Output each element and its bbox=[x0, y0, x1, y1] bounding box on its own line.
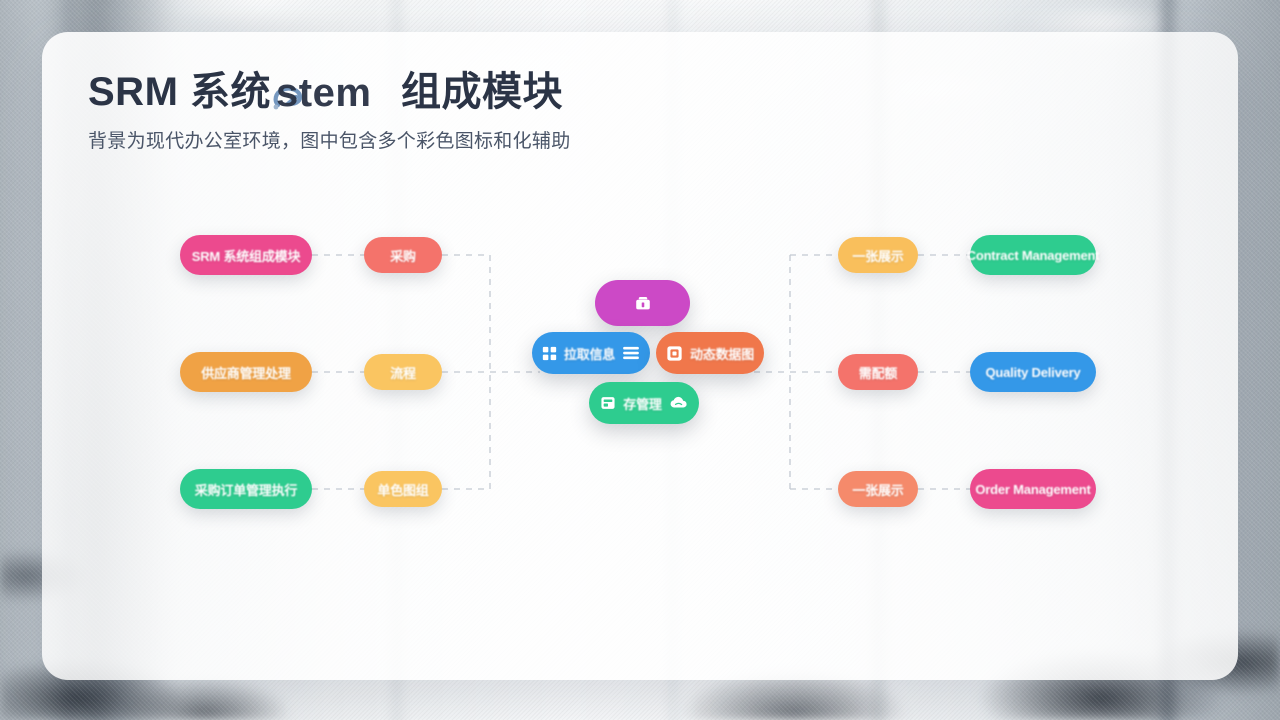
pill-left-outer-3[interactable]: 采购订单管理执行 bbox=[180, 469, 312, 509]
pill-left-inner-2[interactable]: 流程 bbox=[364, 354, 442, 390]
cloud-icon bbox=[669, 395, 688, 411]
pill-right-inner-1[interactable]: 一张展示 bbox=[838, 237, 918, 273]
hub-pill-dynamic-chart[interactable]: 动态数据图 bbox=[656, 332, 764, 374]
briefcase-icon bbox=[632, 292, 654, 314]
pill-label: 一张展示 bbox=[852, 248, 904, 264]
page-title-tail: 组成模块 bbox=[401, 70, 563, 114]
pill-label: 流程 bbox=[390, 365, 416, 381]
pill-label: SRM 系统组成模块 bbox=[191, 248, 301, 264]
pill-label: 需配额 bbox=[858, 365, 898, 381]
hub-pill-storage[interactable]: 存管理 bbox=[589, 382, 699, 424]
header: SRM 系统 组成模块 stem 背景为现代办公室环境，图中包含多个彩色图标和化辅… bbox=[88, 70, 571, 153]
pill-right-inner-3[interactable]: 一张展示 bbox=[838, 471, 918, 507]
grid-icon bbox=[542, 346, 557, 361]
page-subtitle: 背景为现代办公室环境，图中包含多个彩色图标和化辅助 bbox=[88, 131, 571, 152]
pill-label: 采购 bbox=[390, 248, 416, 264]
pill-left-inner-3[interactable]: 单色图组 bbox=[364, 471, 442, 507]
pill-left-outer-2[interactable]: 供应商管理处理 bbox=[180, 352, 312, 392]
pill-left-outer-1[interactable]: SRM 系统组成模块 bbox=[180, 235, 312, 275]
pill-label: Contract Management bbox=[966, 247, 1100, 263]
hub-pill-data-fetch[interactable]: 拉取信息 bbox=[532, 332, 650, 374]
pill-label: 供应商管理处理 bbox=[201, 365, 291, 381]
pill-label: Order Management bbox=[975, 481, 1091, 497]
pill-left-inner-1[interactable]: 采购 bbox=[364, 237, 442, 273]
pill-label: 存管理 bbox=[623, 396, 662, 412]
page-title-main: SRM 系统 bbox=[88, 70, 271, 114]
brand-e-icon bbox=[272, 78, 306, 110]
pill-right-outer-1[interactable]: Contract Management bbox=[967, 235, 1100, 275]
list-icon bbox=[622, 346, 640, 360]
archive-icon bbox=[600, 395, 616, 411]
connector-lines bbox=[312, 254, 970, 490]
pill-label: 单色图组 bbox=[377, 482, 429, 498]
pill-label: Quality Delivery bbox=[985, 364, 1081, 380]
pill-label: 一张展示 bbox=[852, 482, 904, 498]
pill-right-outer-3[interactable]: Order Management bbox=[970, 469, 1096, 509]
page-title-overlay: stem bbox=[276, 71, 372, 115]
page-title: SRM 系统 组成模块 stem bbox=[88, 70, 571, 115]
pill-right-inner-2[interactable]: 需配额 bbox=[838, 354, 918, 390]
pill-label: 动态数据图 bbox=[690, 346, 755, 362]
pill-label: 采购订单管理执行 bbox=[194, 482, 298, 498]
pill-label: 拉取信息 bbox=[563, 346, 616, 362]
content-card: SRM 系统组成模块 stem 背景为现代办公室环境，图中包含多个彩色图标和化辅… bbox=[42, 32, 1238, 680]
pill-right-outer-2[interactable]: Quality Delivery bbox=[970, 352, 1096, 392]
srm-module-diagram: SRM 系统组成模块 供应商管理处理 采购订单管理执行 采购 流程 单色图组 bbox=[42, 32, 1238, 680]
hub-pill-briefcase[interactable] bbox=[595, 280, 690, 326]
window-icon bbox=[666, 345, 683, 362]
